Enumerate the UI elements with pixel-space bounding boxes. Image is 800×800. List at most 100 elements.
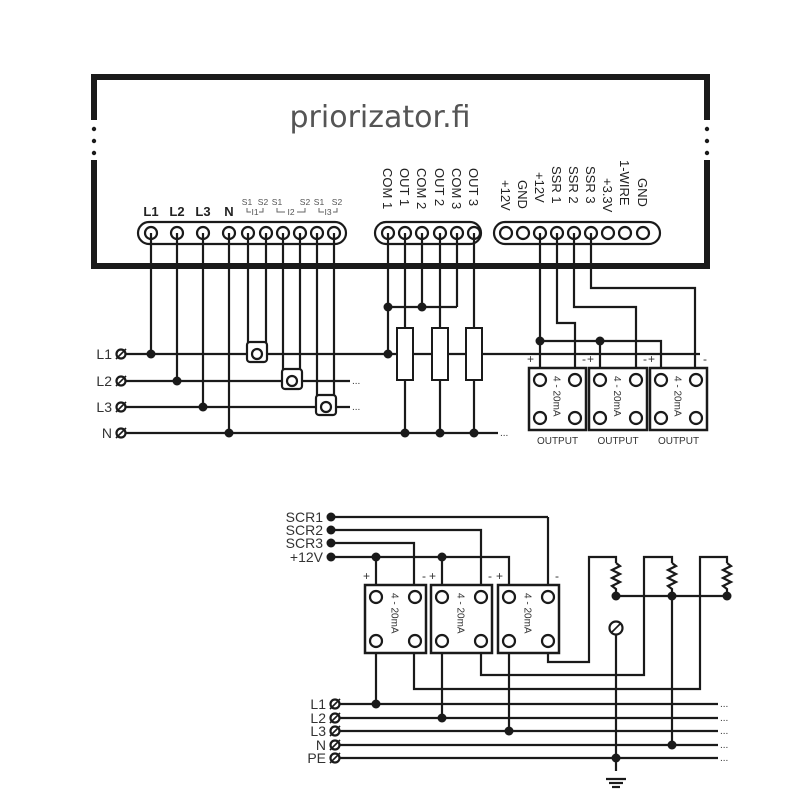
bottom-bus-label: N [316, 737, 326, 753]
module-terminal [407, 589, 423, 605]
screw-slot [329, 739, 341, 751]
io-terminal-label: SSR 2 [566, 166, 581, 204]
screw-slot [329, 698, 341, 710]
module-terminal [368, 589, 384, 605]
output-label: OUTPUT [537, 436, 578, 447]
plus-label: + [496, 569, 503, 583]
terminal-block-relays [373, 220, 483, 246]
module-label: 4 - 20mA [672, 376, 683, 417]
io-terminal-2 [515, 225, 531, 241]
relay-terminal-label: COM 2 [414, 168, 429, 209]
module-terminal [628, 410, 644, 426]
module-terminal [592, 410, 608, 426]
ct1-group-label: I1 [251, 207, 258, 217]
junction-dots-top [146, 302, 605, 438]
minus-label: - [703, 352, 707, 366]
module-terminal [501, 633, 517, 649]
minus-label: - [555, 569, 559, 583]
screw-slot [115, 375, 127, 387]
top-bus-label: N [102, 425, 112, 441]
terminal-symbol [608, 620, 624, 636]
device-frame [91, 74, 710, 269]
module-terminal [540, 589, 556, 605]
bottom-wiring [331, 515, 734, 771]
top-bus-label: L2 [96, 373, 112, 389]
io-terminal-label: SSR 3 [583, 166, 598, 204]
io-terminal-7 [600, 225, 616, 241]
screw-slot [329, 712, 341, 724]
module-label: 4 - 20mA [389, 593, 400, 634]
module-terminal [688, 372, 704, 388]
ground-icon [606, 777, 626, 789]
l3-continuation: ... [352, 402, 360, 413]
module-terminal [434, 633, 450, 649]
bus-continuation: ... [720, 740, 728, 751]
screw-slot [115, 427, 127, 439]
current-output-module: 4 - 20mA + - OUTPUT [527, 352, 588, 447]
io-terminal-label: +12V [532, 172, 547, 203]
ct2-s2-label: S2 [300, 197, 311, 207]
io-terminal-1 [498, 225, 514, 241]
module-label: 4 - 20mA [522, 593, 533, 634]
minus-label: - [582, 352, 586, 366]
brand-title: priorizator.fi [290, 100, 471, 135]
relay-terminal-label: OUT 3 [466, 168, 481, 206]
io-terminal-label: 1-WIRE [617, 160, 632, 206]
input-label-scr1: SCR1 [286, 509, 324, 525]
minus-label: - [488, 569, 492, 583]
current-output-module: 4 - 20mA + - OUTPUT [648, 352, 709, 447]
bottom-bus-label: PE [307, 750, 326, 766]
ct3-s2-label: S2 [332, 197, 343, 207]
relay-terminal-label: COM 1 [380, 168, 395, 209]
top-wiring [126, 233, 700, 435]
current-output-module: 4 - 20mA + - [363, 569, 428, 655]
plus-label: + [363, 569, 370, 583]
screw-slot [115, 401, 127, 413]
plus-label: + [527, 352, 534, 366]
module-label: 4 - 20mA [551, 376, 562, 417]
bottom-bus-label: L2 [310, 710, 326, 726]
module-terminal [368, 633, 384, 649]
relay-terminal-label: OUT 1 [397, 168, 412, 206]
n-continuation: ... [500, 428, 508, 439]
junction-dots-bottom [326, 512, 732, 763]
output-label: OUTPUT [658, 436, 699, 447]
bottom-bus-label: L3 [310, 723, 326, 739]
ct3-group-label: I3 [324, 207, 331, 217]
terminal-block-power [136, 220, 348, 246]
bus-continuation: ... [720, 753, 728, 764]
l2-continuation: ... [352, 376, 360, 387]
ct2-group-label: I2 [287, 207, 294, 217]
output-label: OUTPUT [597, 436, 638, 447]
module-label: 4 - 20mA [455, 593, 466, 634]
current-output-module: 4 - 20mA+-OUTPUT [587, 352, 649, 447]
terminal-label-n: N [224, 204, 233, 219]
io-terminal-9 [635, 225, 651, 241]
screw-slot [329, 752, 341, 764]
bottom-bus-label: L1 [310, 696, 326, 712]
relay-terminal-label: COM 3 [449, 168, 464, 209]
bus-continuation: ... [720, 726, 728, 737]
module-terminal [688, 410, 704, 426]
input-label-scr3: SCR3 [286, 535, 324, 551]
module-terminal [567, 372, 583, 388]
module-terminal [628, 372, 644, 388]
module-terminal [567, 410, 583, 426]
module-terminal [434, 589, 450, 605]
minus-label: - [422, 569, 426, 583]
module-terminal [473, 633, 489, 649]
input-label-12v: +12V [290, 549, 324, 565]
module-label: 4 - 20mA [611, 376, 622, 417]
terminal-block-io [492, 220, 662, 246]
module-terminal [540, 633, 556, 649]
ct1-s1-label: S1 [242, 197, 253, 207]
module-terminal [532, 372, 548, 388]
module-terminal [473, 589, 489, 605]
terminal-label-l2: L2 [169, 204, 184, 219]
input-label-scr2: SCR2 [286, 522, 324, 538]
screw-slot [329, 725, 341, 737]
plus-label: + [648, 352, 655, 366]
module-terminal [653, 410, 669, 426]
module-terminal [532, 410, 548, 426]
